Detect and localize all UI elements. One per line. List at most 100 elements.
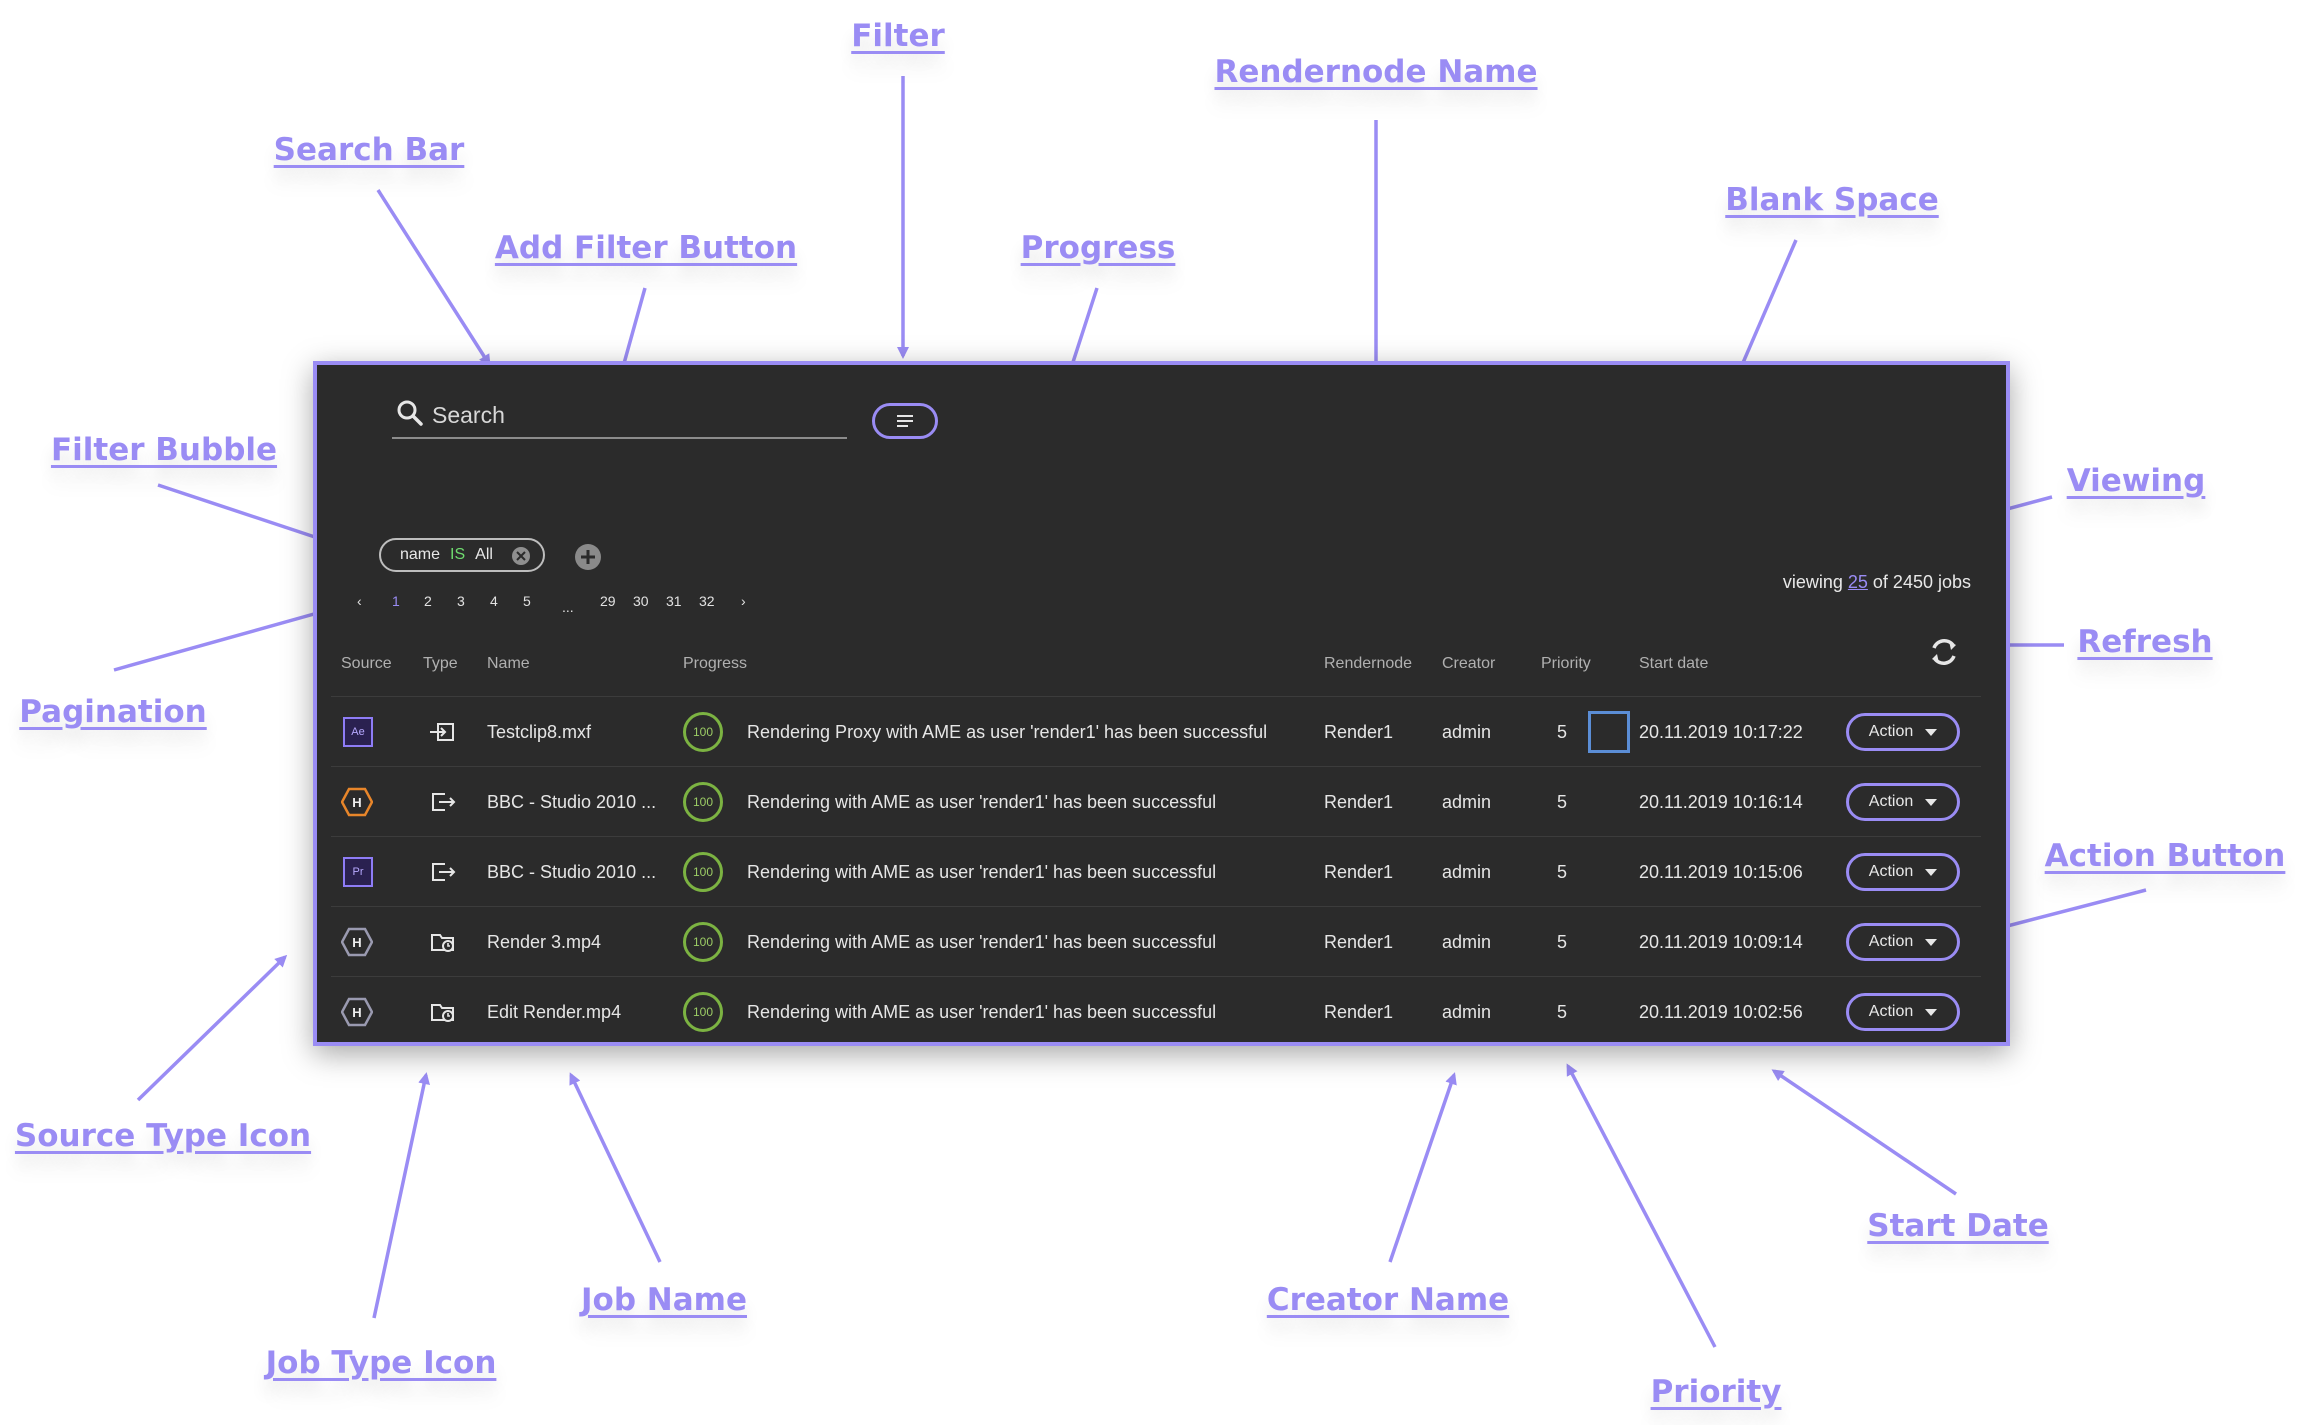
viewing-count: viewing 25 of 2450 jobs	[1783, 572, 1971, 593]
refresh-icon[interactable]	[1927, 635, 1961, 669]
column-start-date: Start date	[1639, 655, 1709, 672]
progress-indicator: 100	[683, 782, 723, 822]
caret-down-icon	[1925, 1008, 1938, 1016]
creator-name: admin	[1442, 861, 1492, 882]
rendernode-name: Render1	[1324, 791, 1394, 812]
add-filter-icon[interactable]	[574, 543, 602, 571]
pagination-page[interactable]: 4	[490, 593, 498, 609]
close-icon[interactable]	[511, 546, 531, 566]
search-input[interactable]	[430, 395, 834, 435]
callout-job-name: Job Name	[580, 1282, 748, 1318]
pagination-page[interactable]: 2	[424, 593, 432, 609]
creator-name: admin	[1442, 791, 1492, 812]
callout-viewing: Viewing	[2066, 463, 2206, 499]
arrow-job-name	[569, 1072, 662, 1263]
job-name[interactable]: Testclip8.mxf	[487, 721, 592, 742]
progress-indicator: 100	[683, 852, 723, 892]
start-date: 20.11.2019 10:02:56	[1639, 1001, 1803, 1022]
table-row[interactable]: H Render 3.mp4 100 Rendering with AME as…	[331, 906, 1981, 977]
pagination-prev[interactable]: ‹	[357, 593, 362, 609]
caret-down-icon	[1925, 868, 1938, 876]
filter-bubble[interactable]: name IS All	[379, 538, 545, 572]
viewing-suffix: of 2450 jobs	[1872, 572, 1971, 592]
arrow-pagination	[113, 603, 342, 672]
action-button[interactable]: Action	[1846, 923, 1960, 961]
pagination-page[interactable]: 1	[392, 593, 400, 609]
progress-message: Rendering with AME as user 'render1' has…	[747, 931, 1217, 952]
hexagon-h-gray-icon: H	[341, 997, 373, 1027]
action-label: Action	[1868, 723, 1914, 740]
callout-creator-name: Creator Name	[1266, 1282, 1510, 1318]
rendernode-name: Render1	[1324, 931, 1394, 952]
table-row[interactable]: H Edit Render.mp4 100 Rendering with AME…	[331, 976, 1981, 1047]
progress-message: Rendering with AME as user 'render1' has…	[747, 791, 1217, 812]
pagination-page[interactable]: 31	[666, 593, 682, 609]
action-label: Action	[1868, 793, 1914, 810]
job-name[interactable]: BBC - Studio 2010 ...	[487, 791, 657, 812]
callout-search-bar: Search Bar	[273, 132, 465, 168]
arrow-source-type	[136, 954, 288, 1102]
action-label: Action	[1868, 933, 1914, 950]
arrow-job-type	[372, 1072, 430, 1319]
action-button[interactable]: Action	[1846, 713, 1960, 751]
import-icon	[430, 723, 454, 741]
arrow-start-date	[1771, 1069, 1957, 1196]
callout-priority: Priority	[1650, 1374, 1782, 1410]
callout-action-button: Action Button	[2044, 838, 2286, 874]
column-rendernode: Rendernode	[1324, 655, 1413, 672]
caret-down-icon	[1925, 728, 1938, 736]
pagination-ellipsis: ...	[562, 599, 574, 615]
pagination-page[interactable]: 3	[457, 593, 465, 609]
after-effects-icon: Ae	[343, 717, 373, 747]
priority-value: 5	[1557, 1001, 1568, 1022]
callout-start-date: Start Date	[1867, 1208, 2049, 1244]
creator-name: admin	[1442, 1001, 1492, 1022]
action-button[interactable]: Action	[1846, 783, 1960, 821]
viewing-page-size[interactable]: 25	[1847, 572, 1868, 592]
pagination-page[interactable]: 30	[633, 593, 649, 609]
table-row[interactable]: Ae Testclip8.mxf 100 Rendering Proxy wit…	[331, 696, 1981, 767]
job-name[interactable]: Edit Render.mp4	[487, 1001, 622, 1022]
callout-filter-bubble: Filter Bubble	[50, 432, 278, 468]
filter-button[interactable]	[872, 403, 938, 439]
callout-rendernode-name: Rendernode Name	[1214, 54, 1538, 90]
start-date: 20.11.2019 10:09:14	[1639, 931, 1803, 952]
filter-bubble-key: name	[400, 546, 441, 563]
callout-progress: Progress	[1020, 230, 1176, 266]
callout-refresh: Refresh	[2077, 624, 2213, 660]
callout-blank-space: Blank Space	[1725, 182, 1939, 218]
start-date: 20.11.2019 10:17:22	[1639, 721, 1803, 742]
pagination-page[interactable]: 5	[523, 593, 531, 609]
filter-bubble-value: All	[475, 546, 493, 563]
column-priority: Priority	[1541, 655, 1591, 672]
column-progress: Progress	[683, 655, 748, 672]
callout-add-filter-button: Add Filter Button	[494, 230, 798, 266]
pagination-next[interactable]: ›	[741, 593, 746, 609]
callout-pagination: Pagination	[19, 694, 207, 730]
table-row[interactable]: Pr BBC - Studio 2010 ... 100 Rendering w…	[331, 836, 1981, 907]
pagination-page[interactable]: 29	[600, 593, 616, 609]
action-button[interactable]: Action	[1846, 993, 1960, 1031]
progress-message: Rendering with AME as user 'render1' has…	[747, 1001, 1217, 1022]
priority-value: 5	[1557, 791, 1568, 812]
source-label: H	[352, 795, 361, 810]
job-name[interactable]: BBC - Studio 2010 ...	[487, 861, 657, 882]
pagination-page[interactable]: 32	[699, 593, 715, 609]
creator-name: admin	[1442, 721, 1492, 742]
source-label: H	[352, 1005, 361, 1020]
start-date: 20.11.2019 10:16:14	[1639, 791, 1803, 812]
progress-message: Rendering with AME as user 'render1' has…	[747, 861, 1217, 882]
column-creator: Creator	[1442, 655, 1496, 672]
creator-name: admin	[1442, 931, 1492, 952]
callout-filter: Filter	[851, 18, 945, 54]
caret-down-icon	[1925, 798, 1938, 806]
callout-job-type-icon: Job Type Icon	[265, 1345, 497, 1381]
table-row[interactable]: H BBC - Studio 2010 ... 100 Rendering wi…	[331, 766, 1981, 837]
search-bar[interactable]	[392, 395, 847, 439]
filter-lines-icon	[897, 415, 913, 427]
export-icon	[432, 863, 456, 881]
action-button[interactable]: Action	[1846, 853, 1960, 891]
job-name[interactable]: Render 3.mp4	[487, 931, 602, 952]
priority-value: 5	[1557, 721, 1568, 742]
progress-indicator: 100	[683, 992, 723, 1032]
